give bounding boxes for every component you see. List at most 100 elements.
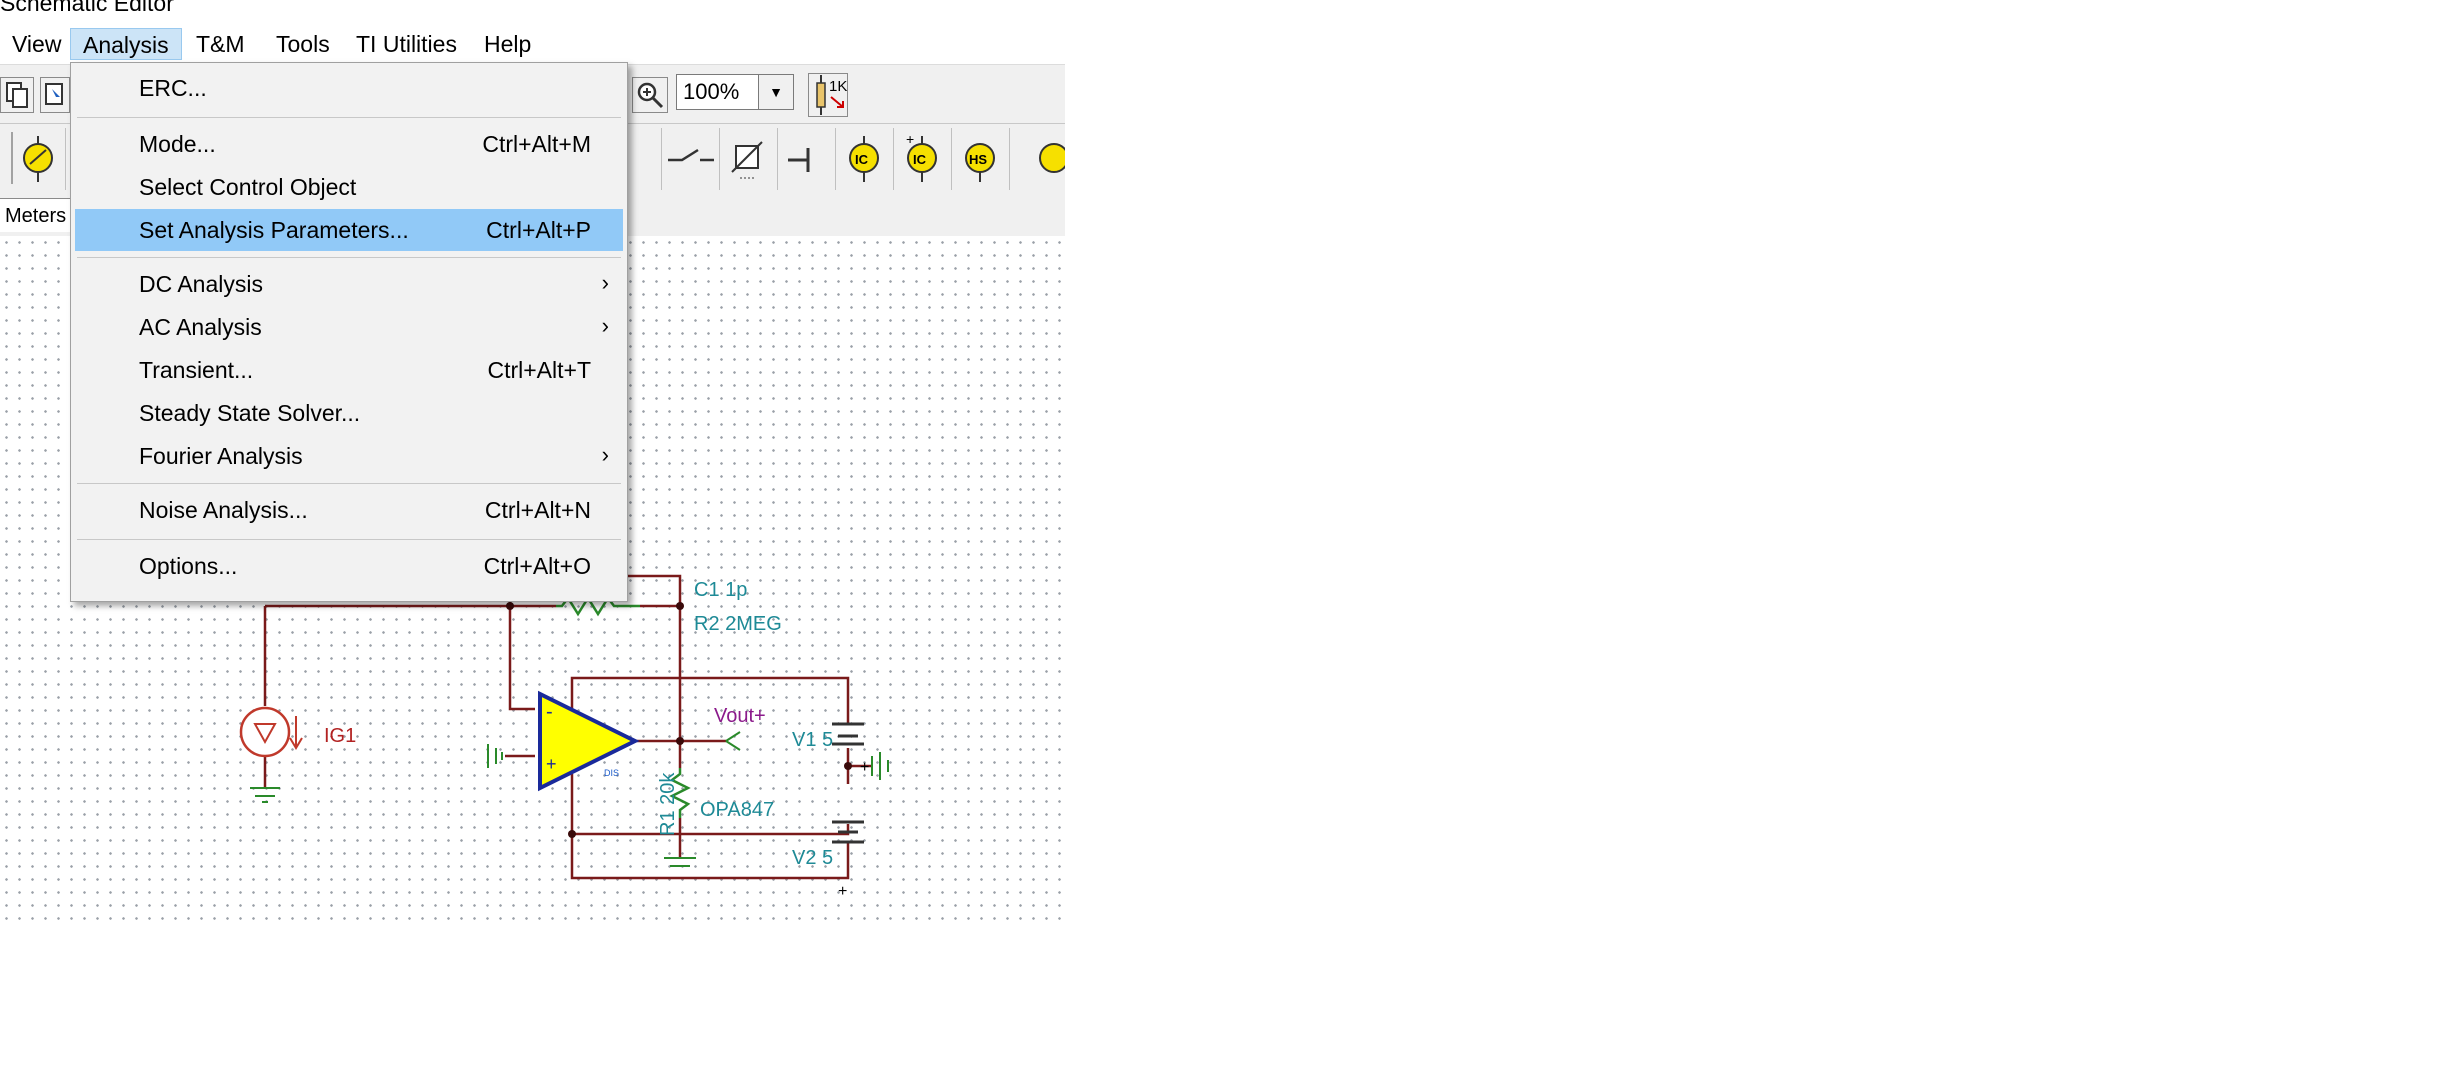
menu-item-label: Steady State Solver... xyxy=(139,400,361,426)
meter-tool-button[interactable] xyxy=(8,128,66,190)
menu-item-set-analysis-parameters[interactable]: Set Analysis Parameters... Ctrl+Alt+P xyxy=(75,209,623,251)
svg-text:HS: HS xyxy=(969,152,987,167)
meter-icon xyxy=(11,132,53,184)
zoom-value: 100% xyxy=(683,79,740,104)
menu-view[interactable]: View xyxy=(12,31,62,57)
menu-item-steady-state-solver[interactable]: Steady State Solver... xyxy=(75,392,623,434)
select-tool-button[interactable] xyxy=(40,77,70,113)
menu-tools[interactable]: Tools xyxy=(276,31,330,57)
menu-item-label: Noise Analysis... xyxy=(139,497,308,523)
menu-separator xyxy=(77,483,621,484)
window-title: Schematic Editor xyxy=(0,0,174,16)
menu-item-label: Options... xyxy=(139,553,238,579)
menu-analysis[interactable]: Analysis xyxy=(70,28,182,60)
current-arrow-indicator xyxy=(289,716,303,750)
paste-button[interactable] xyxy=(0,77,34,113)
menu-item-label: ERC... xyxy=(139,75,207,101)
junction-dot xyxy=(506,602,514,610)
label-r1: R1 20k xyxy=(657,772,679,836)
menu-item-label: Fourier Analysis xyxy=(139,443,303,469)
junctions xyxy=(506,602,852,838)
wire-inverting xyxy=(508,606,535,711)
ground-symbol xyxy=(664,857,696,867)
menu-item-select-control-object[interactable]: Select Control Object xyxy=(75,166,623,208)
label-ig1: IG1 xyxy=(324,725,356,747)
menu-item-erc[interactable]: ERC... xyxy=(75,67,623,109)
hs-tool-button[interactable]: HS xyxy=(952,128,1010,190)
battery-v2-plus: + xyxy=(838,883,847,900)
menu-ti-utilities[interactable]: TI Utilities xyxy=(356,31,457,57)
label-vout: Vout+ xyxy=(714,705,766,727)
menu-bar: View Analysis T&M Tools TI Utilities Hel… xyxy=(0,26,1065,64)
menu-item-mode[interactable]: Mode... Ctrl+Alt+M xyxy=(75,123,623,165)
switch-tool-button[interactable] xyxy=(662,128,720,190)
zoom-button[interactable] xyxy=(632,77,668,113)
label-opamp: OPA847 xyxy=(700,799,774,821)
resistor-1k-button[interactable]: 1K xyxy=(808,73,848,117)
opamp-minus-sign: - xyxy=(546,701,553,723)
battery-v2[interactable]: + xyxy=(832,820,864,900)
partial-component-icon xyxy=(1039,143,1065,173)
menu-item-dc-analysis[interactable]: DC Analysis › xyxy=(75,263,623,305)
label-v1: V1 5 xyxy=(792,729,833,751)
svg-text:IC: IC xyxy=(913,152,927,167)
label-r2: R2 2MEG xyxy=(694,613,782,635)
resistor-r1[interactable] xyxy=(664,768,696,867)
menu-item-ac-analysis[interactable]: AC Analysis › xyxy=(75,306,623,348)
opamp-opa847[interactable]: - + DIS xyxy=(487,690,640,792)
current-source-ig1[interactable] xyxy=(239,706,303,803)
menu-item-label: Set Analysis Parameters... xyxy=(139,217,409,243)
menu-help[interactable]: Help xyxy=(484,31,532,57)
wire-output xyxy=(635,709,682,743)
analysis-menu: ERC... Mode... Ctrl+Alt+M Select Control… xyxy=(70,62,628,602)
tab-meters[interactable]: Meters xyxy=(0,198,78,232)
ic-plus-icon: IC + xyxy=(906,131,937,182)
ic-plus-tool-button[interactable]: IC + xyxy=(894,128,952,190)
menu-tm[interactable]: T&M xyxy=(196,31,245,57)
menu-item-noise-analysis[interactable]: Noise Analysis... Ctrl+Alt+N xyxy=(75,489,623,531)
ground-symbol xyxy=(487,744,503,768)
schematic-drawing[interactable]: - + DIS + + C1 xyxy=(0,236,1065,920)
next-component-button[interactable] xyxy=(1010,128,1065,190)
opamp-pin-tag: DIS xyxy=(604,768,619,778)
wire-supply-bottom xyxy=(570,774,850,836)
submenu-arrow-icon: › xyxy=(601,313,609,338)
menu-item-shortcut: Ctrl+Alt+O xyxy=(483,553,591,579)
opamp-plus-sign: + xyxy=(546,754,557,774)
ground-tool-button[interactable] xyxy=(778,128,836,190)
switch-icon xyxy=(668,148,714,162)
menu-item-label: Mode... xyxy=(139,131,216,157)
zoom-select[interactable]: 100% ▼ xyxy=(676,74,794,110)
label-c1: C1 1p xyxy=(694,579,747,601)
battery-v1-plates xyxy=(832,722,864,746)
resistor-value-text: 1K xyxy=(829,78,847,95)
junction-dot xyxy=(676,737,684,745)
ic-icon: IC xyxy=(849,136,879,182)
junction-dot xyxy=(676,602,684,610)
current-source-body xyxy=(239,706,291,758)
ic-tool-button[interactable]: IC xyxy=(836,128,894,190)
submenu-arrow-icon: › xyxy=(601,442,609,467)
resistor-r1-zigzag xyxy=(669,768,691,818)
chevron-down-icon[interactable]: ▼ xyxy=(758,75,793,109)
paste-icon xyxy=(6,82,28,108)
magnifier-icon xyxy=(637,82,664,109)
vout-terminal[interactable] xyxy=(725,731,741,751)
menu-item-label: DC Analysis xyxy=(139,271,263,297)
thermistor-icon xyxy=(731,141,763,179)
ground-symbol xyxy=(250,787,280,803)
current-source-arrow xyxy=(253,723,277,745)
menu-separator xyxy=(77,257,621,258)
thermistor-tool-button[interactable] xyxy=(720,128,778,190)
battery-v1[interactable]: + xyxy=(832,722,869,776)
label-v2: V2 5 xyxy=(792,847,833,869)
menu-item-options[interactable]: Options... Ctrl+Alt+O xyxy=(75,545,623,587)
hs-icon: HS xyxy=(965,143,995,182)
resistor-1k-icon: 1K xyxy=(816,75,847,115)
menu-item-fourier-analysis[interactable]: Fourier Analysis › xyxy=(75,435,623,477)
ground-symbol xyxy=(871,752,889,780)
junction-dot xyxy=(568,830,576,838)
wire-supply-top xyxy=(570,676,850,724)
svg-text:+: + xyxy=(906,131,914,147)
menu-item-transient[interactable]: Transient... Ctrl+Alt+T xyxy=(75,349,623,391)
